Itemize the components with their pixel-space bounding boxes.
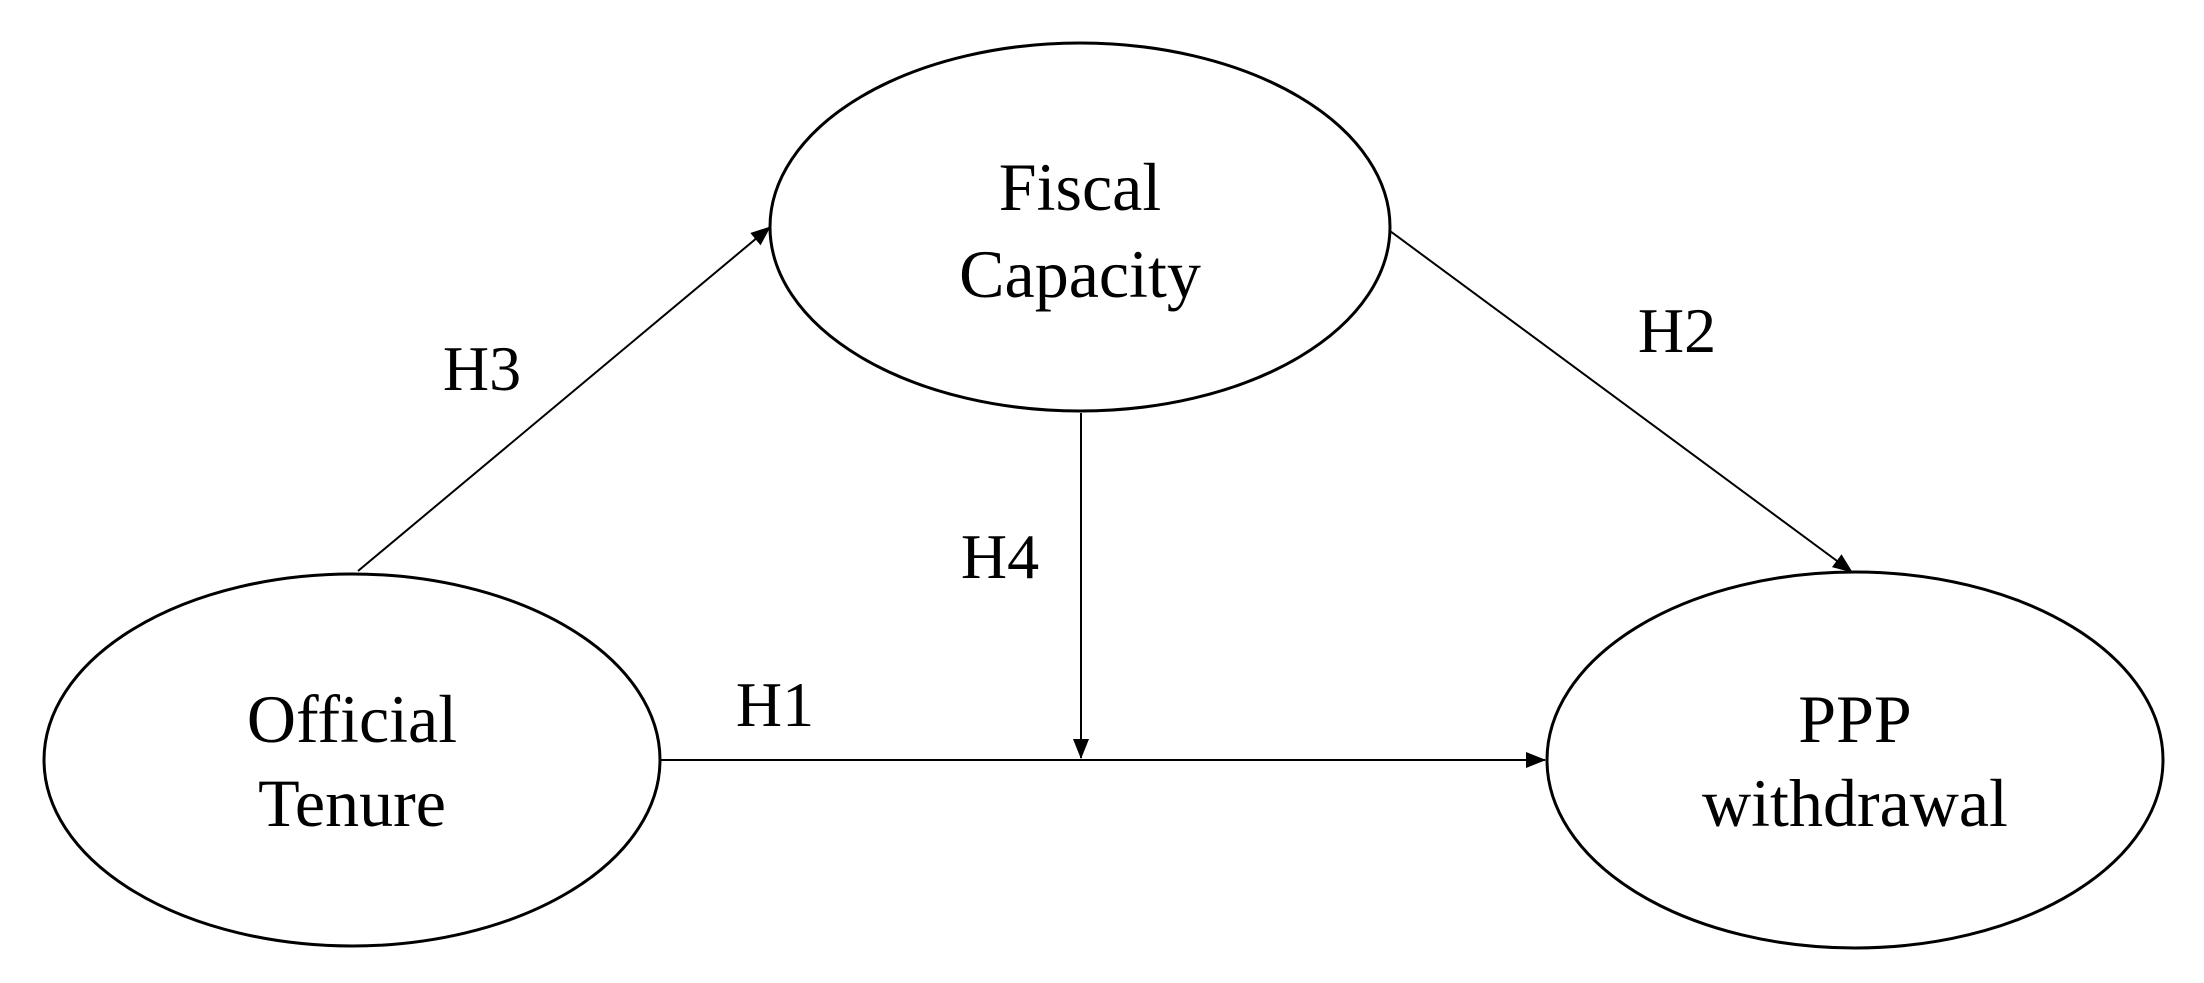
node-fiscal-capacity: Fiscal Capacity (768, 41, 1392, 413)
node-official-tenure-label-line2: Tenure (258, 765, 446, 841)
edge-h1-label: H1 (736, 669, 814, 740)
node-official-tenure-shape (42, 572, 662, 948)
edge-h3-arrow (357, 226, 771, 572)
node-ppp-withdrawal-label-line1: PPP (1798, 681, 1911, 757)
node-ppp-withdrawal-shape (1545, 570, 2165, 950)
edge-h2-label: H2 (1638, 295, 1716, 366)
node-ppp-withdrawal: PPP withdrawal (1545, 570, 2165, 950)
node-fiscal-capacity-label-line1: Fiscal (999, 149, 1161, 225)
node-official-tenure-label-line1: Official (247, 681, 457, 757)
edge-h3-label: H3 (443, 333, 521, 404)
edge-h2-arrow (1389, 230, 1853, 573)
node-ppp-withdrawal-label-line2: withdrawal (1702, 765, 2008, 841)
edge-h4-label: H4 (961, 521, 1039, 592)
node-fiscal-capacity-shape (768, 41, 1392, 413)
node-official-tenure: Official Tenure (42, 572, 662, 948)
node-fiscal-capacity-label-line2: Capacity (959, 236, 1201, 312)
